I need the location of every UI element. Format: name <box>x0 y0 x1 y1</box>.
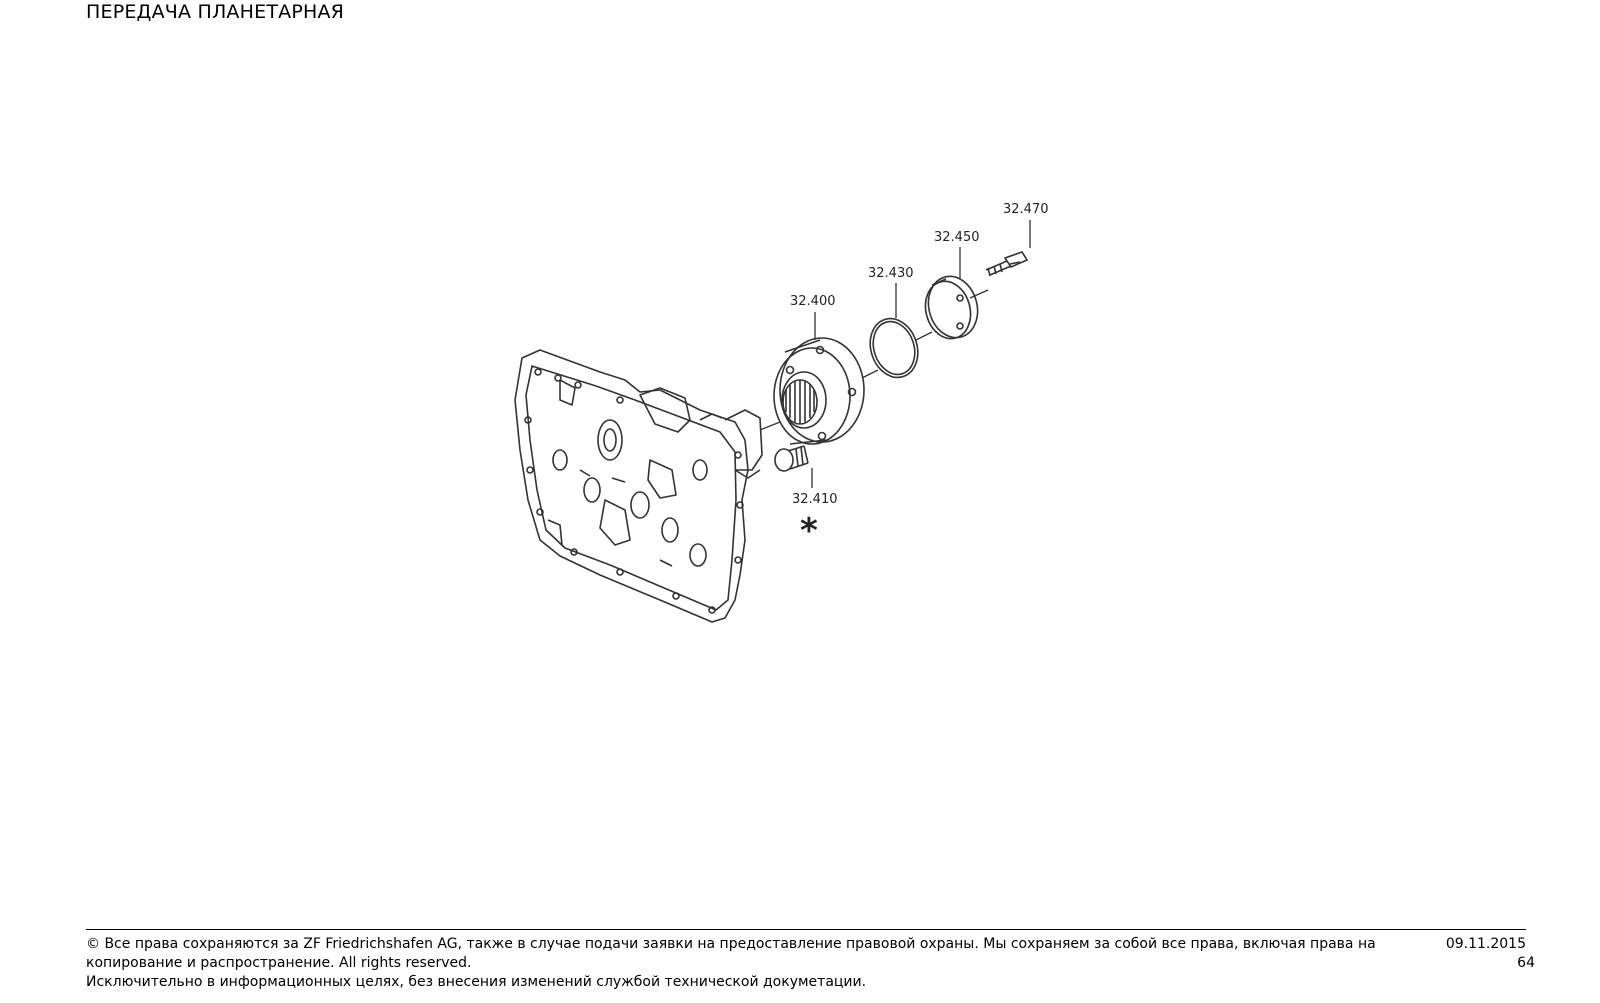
page-number: 64 <box>1517 955 1535 971</box>
leader-lines <box>811 220 1031 488</box>
callout-32-400: 32.400 <box>790 294 836 309</box>
copyright-line-1: © Все права сохраняются за ZF Friedrichs… <box>86 936 1376 952</box>
callout-32-410: 32.410 <box>792 492 838 507</box>
housing-drawing <box>514 349 763 623</box>
copyright-line-2: копирование и распространение. All right… <box>86 955 472 971</box>
bolt-upper-drawing <box>985 251 1029 277</box>
o-ring-drawing <box>869 317 919 379</box>
washer-drawing <box>924 275 979 340</box>
bolt-lower-drawing <box>774 445 809 472</box>
page-title: ПЕРЕДАЧА ПЛАНЕТАРНАЯ <box>86 1 345 23</box>
asterisk-marker: * <box>800 511 818 551</box>
footer-divider <box>86 929 1526 930</box>
footer-date: 09.11.2015 <box>1445 936 1526 952</box>
output-flange-drawing <box>773 337 865 445</box>
disclaimer-line: Исключительно в информационных целях, бе… <box>86 974 867 990</box>
footer-copyright: © Все права сохраняются за ZF Friedrichs… <box>86 935 1411 992</box>
callout-32-450: 32.450 <box>934 230 980 245</box>
callout-32-470: 32.470 <box>1003 202 1049 217</box>
assembly-axis-lines <box>759 289 989 431</box>
callout-32-430: 32.430 <box>868 266 914 281</box>
